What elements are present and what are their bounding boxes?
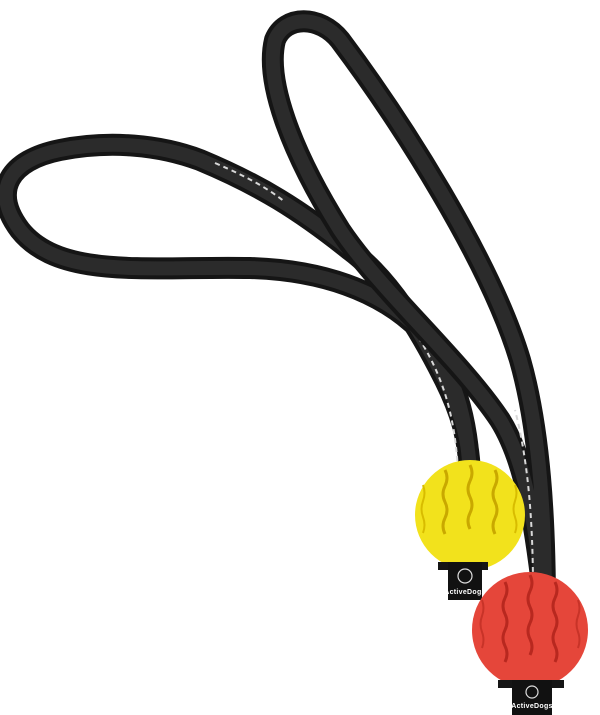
brand-label: ActiveDogs (444, 589, 486, 596)
red-brand-tag: ActiveDogs (498, 680, 564, 715)
yellow-ball (415, 460, 525, 570)
brand-label: ActiveDogs (511, 703, 553, 710)
yellow-brand-tag: ActiveDogs (438, 562, 488, 600)
red-ball (472, 572, 588, 688)
red-strap (261, 10, 556, 612)
dog-logo-icon (525, 685, 539, 699)
dog-logo-icon (457, 568, 473, 584)
